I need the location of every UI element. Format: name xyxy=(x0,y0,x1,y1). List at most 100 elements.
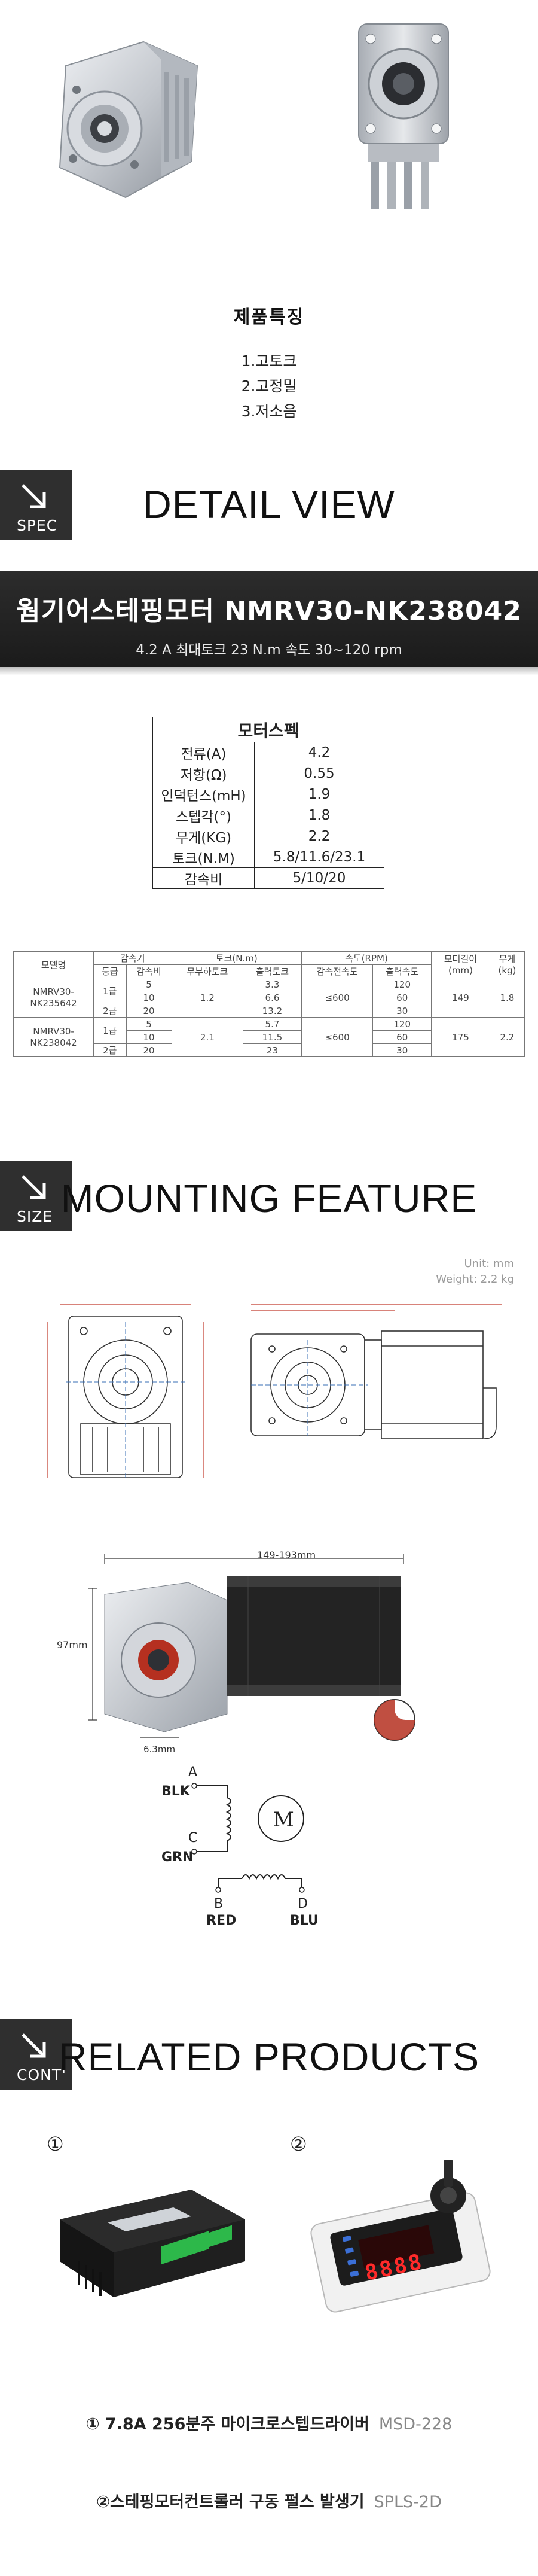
stage-cell: 1급 xyxy=(93,1017,127,1044)
product-caption-2[interactable]: ②스테핑모터컨트롤러 구동 펄스 발생기 SPLS-2D xyxy=(0,2489,538,2512)
col-weight: 무게 (kg) xyxy=(489,951,525,978)
section-tag-label: SIZE xyxy=(17,1208,53,1225)
product-code: SPLS-2D xyxy=(374,2493,442,2511)
ratio-cell: 20 xyxy=(126,1004,172,1018)
wire-color-grn: GRN xyxy=(161,1850,194,1865)
table-row: NMRV30- NK235642 1급 5 1.2 3.3 ≤600 120 1… xyxy=(13,978,525,1018)
section-tag-cont: CONT' xyxy=(0,2019,72,2090)
arrow-down-right-icon xyxy=(22,2033,46,2058)
model-name: NMRV30- NK235642 xyxy=(13,978,94,1018)
noload-cell: 1.2 xyxy=(171,978,244,1018)
spec-value: 2.2 xyxy=(254,826,384,847)
table-row: 2급 20 13.2 30 xyxy=(14,1004,525,1018)
product-name: ① 7.8A 256분주 마이크로스텝드라이버 xyxy=(85,2415,369,2434)
product-features: 제품특징 1.고토크 2.고정밀 3.저소음 xyxy=(0,302,538,424)
spec-value: 1.8 xyxy=(254,805,384,826)
terminal-b: B xyxy=(214,1896,224,1911)
ratio-cell: 5 xyxy=(126,978,172,991)
col-output-torque: 출력토크 xyxy=(243,964,302,978)
weight-label: Weight: 2.2 kg xyxy=(436,1273,514,1286)
length-cell: 175 xyxy=(431,1017,490,1057)
unit-label: Unit: mm xyxy=(464,1257,515,1270)
section-title-detail-view: DETAIL VIEW xyxy=(143,482,395,526)
spec-key: 스텝각(°) xyxy=(152,805,255,826)
ospeed-cell: 60 xyxy=(372,991,432,1004)
section-tag-label: SPEC xyxy=(17,517,58,534)
weight-cell: 2.2 xyxy=(489,1017,525,1057)
product-number-1: ① xyxy=(47,2133,64,2155)
feature-item: 1.고토크 xyxy=(241,352,297,370)
output-cell: 5.7 xyxy=(243,1017,302,1031)
dim-length-label: 149-193mm xyxy=(257,1549,316,1561)
ratio-cell: 20 xyxy=(126,1043,172,1057)
table-row: NMRV30- NK238042 1급 5 2.1 5.7 ≤600 120 1… xyxy=(13,1017,525,1057)
model-banner: 웜기어스테핑모터 NMRV30-NK238042 4.2 A 최대토크 23 N… xyxy=(0,571,538,667)
pulse-generator-photo[interactable] xyxy=(305,2154,502,2321)
banner-shadow xyxy=(0,667,538,675)
col-length: 모터길이 (mm) xyxy=(431,951,490,978)
product-number-2: ② xyxy=(290,2133,307,2155)
section-tag-spec: SPEC xyxy=(0,470,72,540)
table-row: 전류(A)4.2 xyxy=(152,742,384,763)
feature-item: 3.저소음 xyxy=(241,403,297,420)
col-reducer: 감속기 xyxy=(93,951,172,965)
features-title: 제품특징 xyxy=(233,307,305,328)
terminal-d: D xyxy=(298,1896,308,1911)
features-list: 1.고토크 2.고정밀 3.저소음 xyxy=(0,349,538,424)
wire-color-blu: BLU xyxy=(290,1913,319,1928)
table-row: 토크(N.M)5.8/11.6/23.1 xyxy=(152,847,384,868)
gearbox-photo-side xyxy=(358,23,449,209)
stage-cell: 2급 xyxy=(93,1004,127,1018)
col-stage: 등급 xyxy=(93,964,127,978)
spec-value: 5.8/11.6/23.1 xyxy=(254,847,384,868)
table-row: 저항(Ω)0.55 xyxy=(152,763,384,784)
ospeed-cell: 120 xyxy=(372,978,432,991)
weight-cell: 1.8 xyxy=(489,978,525,1018)
terminal-a: A xyxy=(188,1765,198,1780)
dim-shaft-label: 6.3mm xyxy=(143,1744,176,1755)
length-cell: 149 xyxy=(431,978,490,1018)
output-cell: 6.6 xyxy=(243,991,302,1004)
stepper-driver-photo[interactable] xyxy=(42,2166,257,2321)
banner-subtitle: 4.2 A 최대토크 23 N.m 속도 30~120 rpm xyxy=(136,643,402,658)
spec-value: 0.55 xyxy=(254,763,384,784)
motor-spec-table: 모터스펙 전류(A)4.2 저항(Ω)0.55 인덕턴스(mH)1.9 스텝각(… xyxy=(152,717,384,889)
spec-value: 5/10/20 xyxy=(254,867,384,889)
col-noload-torque: 무부하토크 xyxy=(171,964,244,978)
output-cell: 23 xyxy=(243,1043,302,1057)
col-reduction-speed: 감속전속도 xyxy=(301,964,374,978)
col-output-speed: 출력속도 xyxy=(372,964,432,978)
rspeed-cell: ≤600 xyxy=(301,978,374,1018)
dim-height-label: 97mm xyxy=(57,1639,88,1651)
table-row: 무게(KG)2.2 xyxy=(152,826,384,847)
ospeed-cell: 60 xyxy=(372,1030,432,1044)
ratio-cell: 5 xyxy=(126,1017,172,1031)
noload-cell: 2.1 xyxy=(171,1017,244,1057)
spec-key: 토크(N.M) xyxy=(152,847,255,868)
table-row: 10 11.5 60 xyxy=(14,1030,525,1044)
terminal-c: C xyxy=(188,1831,198,1846)
model-name: NMRV30- NK238042 xyxy=(13,1017,94,1057)
unit-info: Unit: mm Weight: 2.2 kg xyxy=(436,1256,514,1287)
ratio-cell: 10 xyxy=(126,1030,172,1044)
output-cell: 3.3 xyxy=(243,978,302,991)
motor-dimension-drawing xyxy=(88,1554,415,1741)
col-speed: 속도(RPM) xyxy=(301,951,432,965)
ratio-cell: 10 xyxy=(126,991,172,1004)
table-row: 2급 20 23 30 xyxy=(14,1043,525,1057)
section-title-mounting-feature: MOUNTING FEATURE xyxy=(60,1176,478,1220)
arrow-down-right-icon xyxy=(22,1175,46,1199)
table-row: 10 6.6 60 xyxy=(14,991,525,1004)
spec-table-title: 모터스펙 xyxy=(152,717,384,742)
feature-item: 2.고정밀 xyxy=(241,377,297,395)
product-name: ②스테핑모터컨트롤러 구동 펄스 발생기 xyxy=(96,2493,365,2511)
arrow-down-right-icon xyxy=(22,484,46,508)
spec-key: 인덕턴스(mH) xyxy=(152,784,255,805)
spec-key: 감속비 xyxy=(152,867,255,889)
table-row: 인덕턴스(mH)1.9 xyxy=(152,784,384,805)
ospeed-cell: 120 xyxy=(372,1017,432,1031)
table-row: 스텝각(°)1.8 xyxy=(152,805,384,826)
section-tag-label: CONT' xyxy=(17,2066,66,2084)
